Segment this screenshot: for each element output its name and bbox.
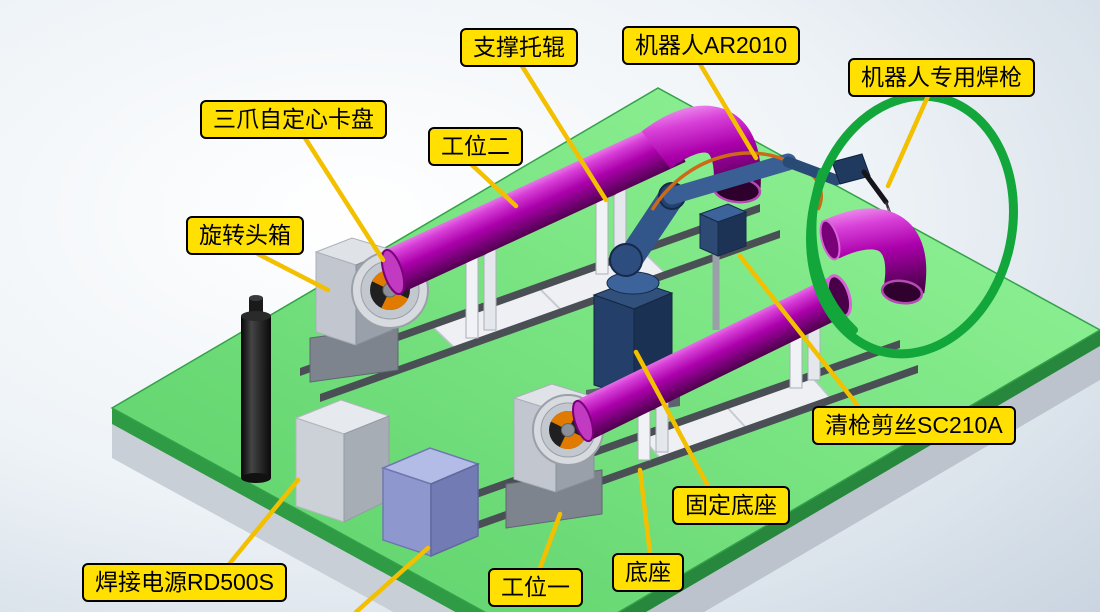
leader-lines — [227, 61, 931, 612]
label-base: 底座 — [612, 553, 684, 592]
leader-welding-power — [227, 477, 301, 566]
torch-cleaner-station — [698, 203, 748, 330]
label-station-2: 工位二 — [428, 127, 523, 166]
front-chuck — [532, 394, 604, 466]
label-welding-power: 焊接电源RD500S — [82, 563, 287, 602]
hand-drawn-circle-marker — [806, 91, 1018, 359]
label-three-jaw-chuck: 三爪自定心卡盘 — [200, 100, 387, 139]
leader-base — [637, 467, 653, 556]
label-station-1: 工位一 — [488, 568, 583, 607]
gas-cylinder — [241, 295, 271, 483]
label-robot-model: 机器人AR2010 — [622, 26, 801, 65]
leader-robot-torch — [885, 93, 931, 189]
leader-offscreen-label — [353, 545, 431, 612]
label-robot-torch: 机器人专用焊枪 — [848, 58, 1035, 97]
leader-three-jaw-chuck — [302, 135, 386, 263]
label-torch-cleaner: 清枪剪丝SC210A — [812, 406, 1016, 445]
label-fixed-base: 固定底座 — [672, 486, 790, 525]
elbow-pipe-piece — [819, 208, 927, 305]
leader-station-1 — [537, 511, 563, 571]
leader-fixed-base — [633, 349, 711, 489]
control-box — [380, 447, 481, 558]
leader-robot-model — [697, 61, 759, 161]
leader-station-2 — [469, 162, 519, 209]
welding-power-source — [294, 399, 391, 523]
leader-support-roller — [519, 63, 609, 203]
leader-rotary-headstock — [255, 251, 331, 293]
leader-torch-cleaner — [737, 253, 861, 409]
back-positioner — [309, 237, 429, 383]
label-rotary-headstock: 旋转头箱 — [186, 216, 304, 255]
label-support-roller: 支撑托辊 — [460, 28, 578, 67]
